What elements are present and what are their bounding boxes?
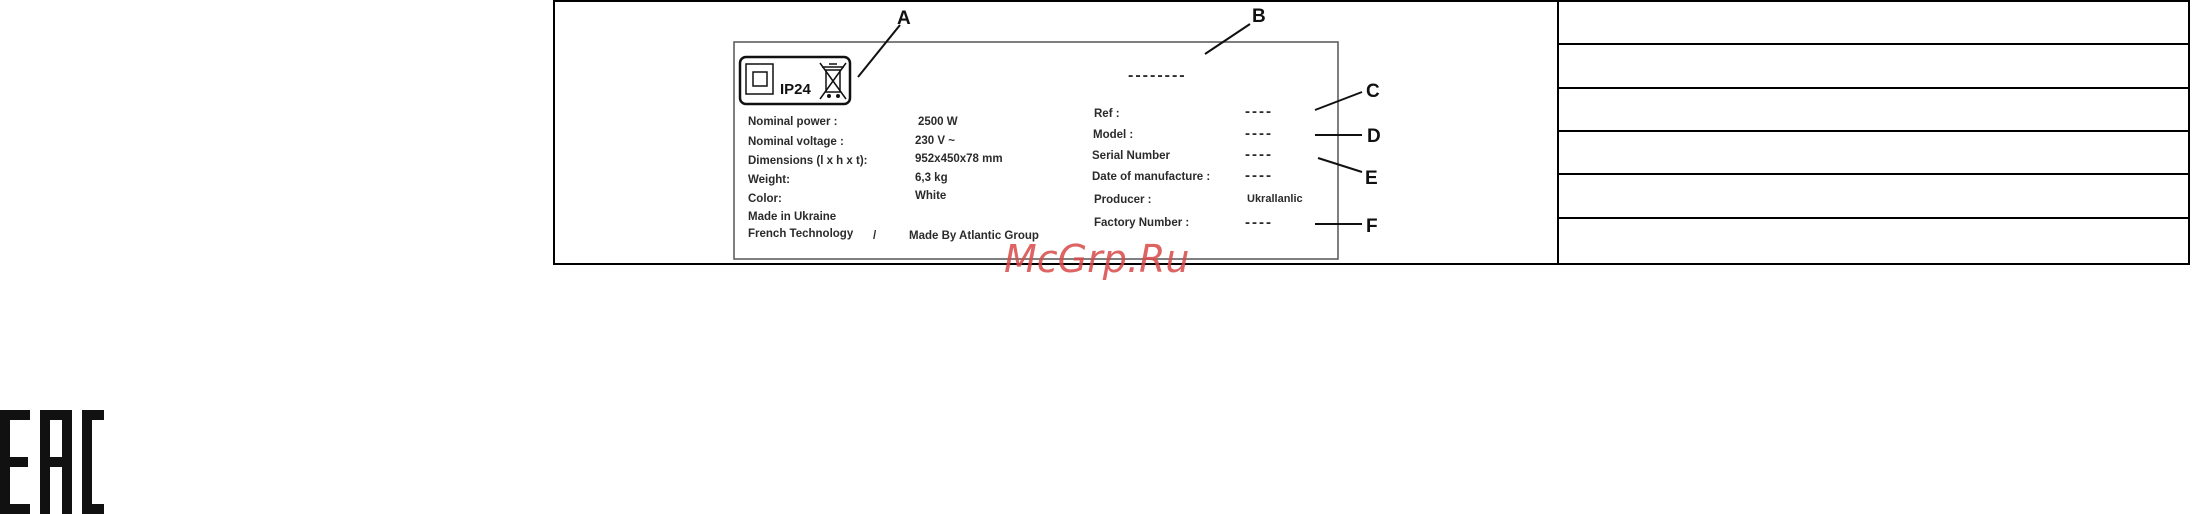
id-value: ---- (1245, 214, 1273, 231)
id-label: Date of manufacture : (1092, 171, 1210, 183)
callout-line-e (1317, 157, 1363, 173)
callout-line-a (857, 24, 901, 78)
symbols-box (738, 55, 852, 106)
ip-rating-label: IP24 (780, 81, 812, 98)
id-value: Ukrallanlic (1247, 193, 1303, 205)
callout-line-c (1314, 91, 1363, 111)
callout-e: E (1365, 168, 1378, 189)
table-divider (1557, 0, 1559, 265)
spec-label: French Technology (748, 228, 854, 240)
table-row-line (1557, 217, 2190, 219)
table-row-line (1557, 43, 2190, 45)
id-label: Ref : (1094, 108, 1120, 120)
spec-value: 230 V ~ (915, 135, 955, 147)
id-value: ---- (1245, 125, 1273, 142)
spec-value: 2500 W (918, 116, 958, 128)
id-label: Model : (1093, 129, 1133, 141)
spec-label: Nominal voltage : (748, 136, 844, 148)
spec-label: Color: (748, 193, 782, 205)
eac-certification-mark (0, 410, 104, 514)
document-frame (553, 0, 2190, 265)
spec-label: Made in Ukraine (748, 211, 836, 223)
id-value: ---- (1245, 146, 1273, 163)
crossed-bin-icon (819, 62, 847, 100)
spec-label: Nominal power : (748, 116, 837, 128)
callout-c: C (1366, 81, 1380, 102)
spec-value: 6,3 kg (915, 172, 948, 184)
id-label: Factory Number : (1094, 217, 1189, 229)
table-row-line (1557, 173, 2190, 175)
separator-mark: / (873, 230, 877, 242)
id-value: ---- (1245, 103, 1273, 120)
callout-b: B (1252, 6, 1266, 27)
table-row-line (1557, 130, 2190, 132)
spec-value: White (915, 190, 946, 202)
callout-f: F (1366, 216, 1378, 237)
square-in-square-icon (745, 63, 774, 95)
manufacturer-label: Made By Atlantic Group (909, 230, 1039, 242)
callout-a: A (897, 8, 911, 29)
plate-title-placeholder: -------- (1128, 67, 1187, 84)
table-row-line (1557, 87, 2190, 89)
id-label: Serial Number (1092, 150, 1170, 162)
spec-label: Dimensions (l x h x t): (748, 155, 868, 167)
spec-label: Weight: (748, 174, 790, 186)
id-value: ---- (1245, 167, 1273, 184)
spec-value: 952x450x78 mm (915, 153, 1003, 165)
callout-d: D (1367, 126, 1381, 147)
id-label: Producer : (1094, 194, 1152, 206)
watermark-text: McGrp.Ru (1004, 237, 1189, 281)
rating-plate (733, 41, 1339, 260)
callout-line-b (1204, 23, 1251, 55)
